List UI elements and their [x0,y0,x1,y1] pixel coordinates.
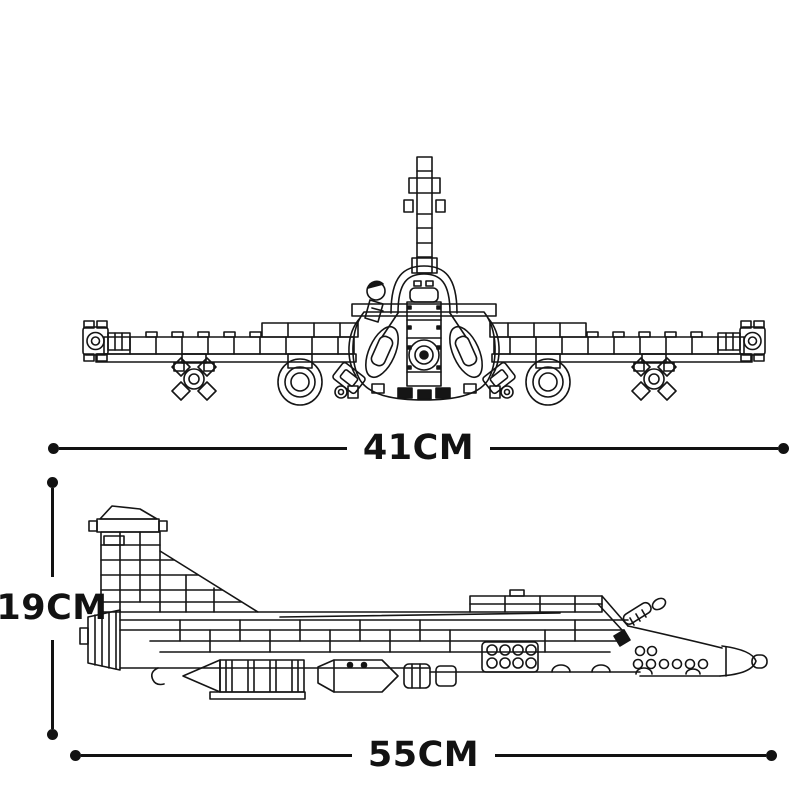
right-wingtip-pod [718,321,765,361]
side-view-drawing [80,506,767,699]
front-canopy [382,266,466,337]
side-tail-fin [89,506,258,612]
front-fuselage [349,302,499,400]
right-main-wheel [526,354,570,405]
exhaust-nozzle [80,610,120,670]
dimension-line [59,446,347,450]
left-wingtip-pod [83,321,130,361]
dimension-endpoint-dot [48,442,59,454]
dimension-endpoint-dot [778,442,790,454]
front-view-drawing [83,157,765,405]
dimension-endpoint-dot [46,477,58,488]
engine-cluster [482,642,538,672]
wingspan-label: 41CM [362,427,475,468]
front-wings [96,323,752,362]
length-dimension: 55CM [70,732,778,778]
left-main-wheel [278,354,322,405]
front-lower-stores [332,362,516,398]
front-tail-fin [404,157,445,273]
dimension-endpoint-dot [766,749,778,761]
right-missile [632,354,676,400]
height-dimension: 19CM [0,477,112,740]
dimension-line [81,753,352,757]
height-label: 19CM [0,588,108,628]
dimension-endpoint-dot [46,729,58,740]
left-missile [172,354,216,400]
refueling-probe [614,596,668,646]
dimension-line [50,488,54,577]
dimension-endpoint-dot [70,749,81,761]
dimension-line [50,640,54,729]
wingspan-dimension: 41CM [48,425,790,471]
side-fuselage [120,590,640,672]
dimension-line [490,446,779,450]
nose-section [628,626,767,676]
length-label: 55CM [367,734,480,775]
dimension-line [495,753,767,757]
underside-stores [152,660,700,699]
